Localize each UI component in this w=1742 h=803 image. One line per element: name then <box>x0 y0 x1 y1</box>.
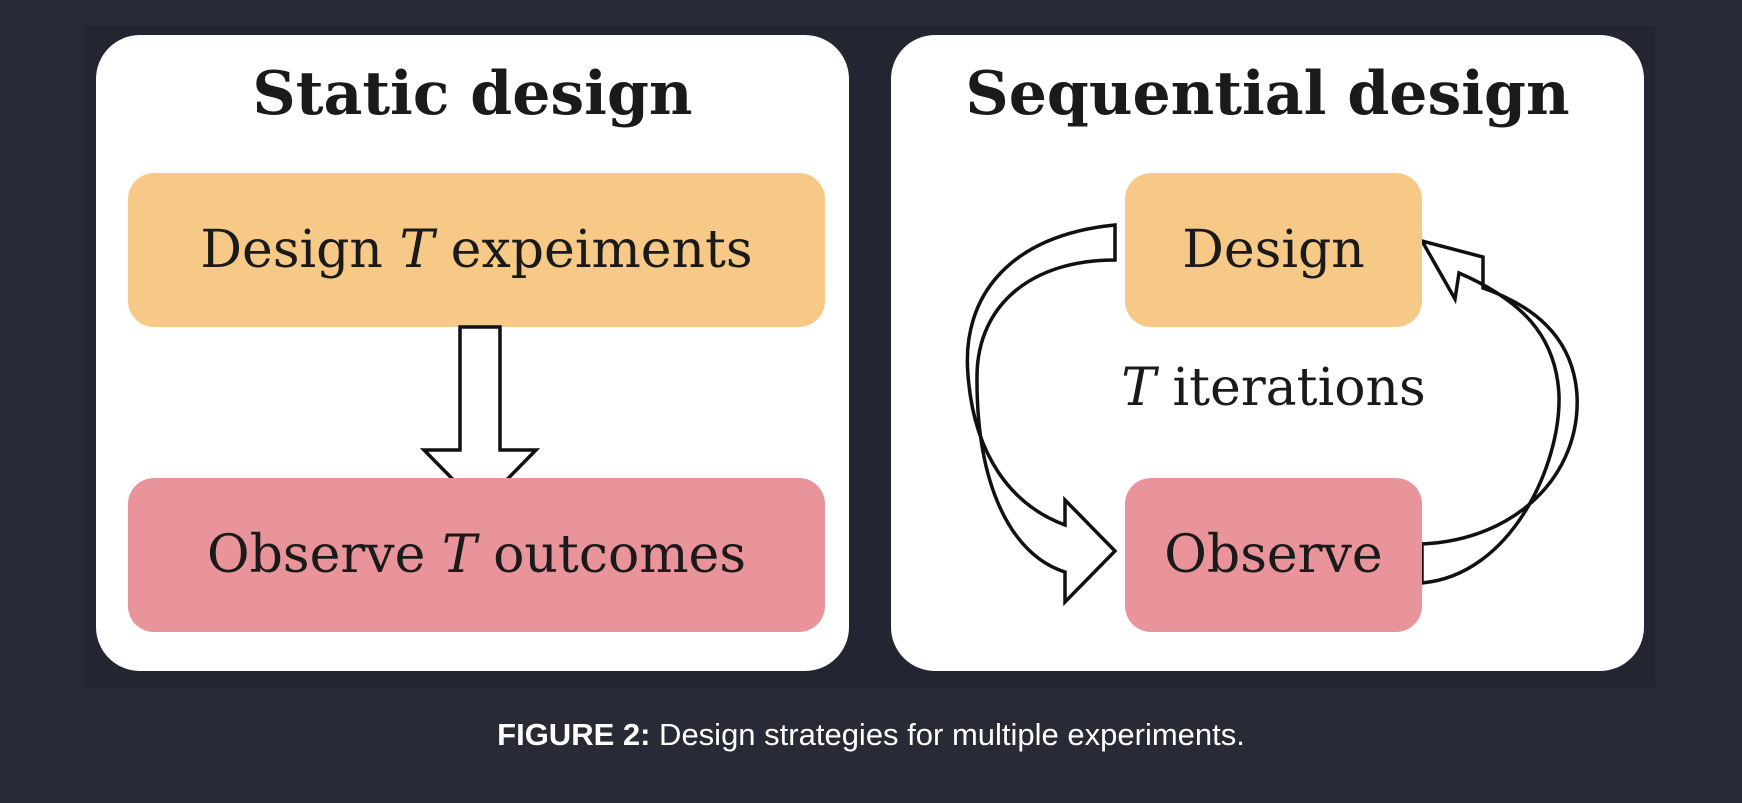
observe-box-variable: T <box>441 525 477 585</box>
figure-caption: FIGURE 2: Design strategies for multiple… <box>0 717 1742 753</box>
sequential-design-panel: Sequential design Design T iterations Ob… <box>891 35 1644 671</box>
design-box-text-post: expeiments <box>434 220 753 280</box>
observe-box: Observe <box>1125 478 1422 632</box>
observe-box-text-pre: Observe <box>206 525 442 585</box>
static-design-panel: Static design Design T expeiments Observ… <box>96 35 849 671</box>
design-box-text-pre: Design <box>200 220 400 280</box>
caption-text: Design strategies for multiple experimen… <box>650 717 1245 752</box>
design-box-variable: T <box>399 220 435 280</box>
iterations-variable: T <box>1121 358 1156 418</box>
design-experiments-box: Design T expeiments <box>128 173 825 327</box>
figure-image: Static design Design T expeiments Observ… <box>84 26 1655 687</box>
iterations-text: iterations <box>1155 358 1426 418</box>
design-box: Design <box>1125 173 1422 327</box>
caption-label: FIGURE 2: <box>497 717 651 752</box>
iterations-label: T iterations <box>1091 358 1456 418</box>
sequential-design-title: Sequential design <box>965 59 1570 129</box>
right-cycle-arrow-icon <box>1418 238 1579 585</box>
cycle-arrows-icon <box>965 223 1579 607</box>
left-cycle-arrow-icon <box>965 223 1118 607</box>
static-design-title: Static design <box>252 59 693 129</box>
observe-outcomes-box: Observe T outcomes <box>128 478 825 632</box>
observe-box-text-post: outcomes <box>476 525 747 585</box>
